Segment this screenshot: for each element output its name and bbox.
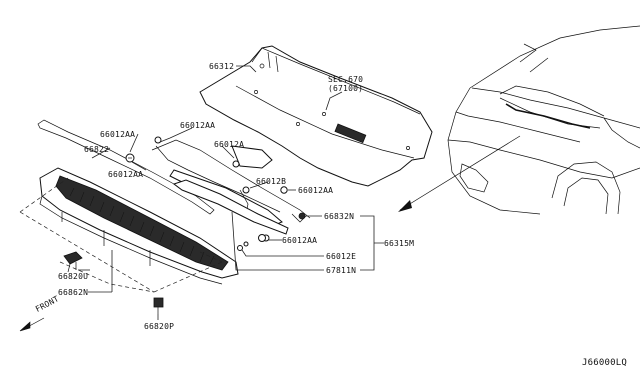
callout-66012A: 66012A bbox=[214, 140, 245, 149]
callout-66862N: 66862N bbox=[58, 288, 89, 297]
callout-66820U: 66820U bbox=[58, 272, 89, 281]
screw-66012E bbox=[237, 245, 243, 251]
location-arrow-icon bbox=[398, 135, 521, 212]
callout-66012AA: 66012AA bbox=[100, 130, 136, 139]
cowl-upper-panel bbox=[199, 45, 433, 187]
reference-box bbox=[19, 177, 223, 293]
callout-66012E: 66012E bbox=[326, 252, 357, 261]
callout-66312: 66312 bbox=[209, 62, 235, 71]
callout-sec670-ref: (67100) bbox=[328, 84, 364, 93]
screw-66012AA-b bbox=[154, 136, 162, 144]
callout-67811N: 67811N bbox=[326, 266, 357, 275]
clip-66820P bbox=[153, 297, 164, 314]
callout-sec670: SEC.670 bbox=[328, 75, 364, 84]
screw-66012AA-a bbox=[125, 153, 135, 163]
screw-66012A bbox=[232, 160, 240, 168]
callout-66822: 66822 bbox=[84, 145, 110, 154]
callout-66012AA: 66012AA bbox=[298, 186, 334, 195]
callout-66012AA: 66012AA bbox=[108, 170, 144, 179]
clip-66820U bbox=[63, 251, 83, 273]
figure-code: J66000LQ bbox=[582, 358, 627, 368]
callout-66012AA: 66012AA bbox=[282, 236, 318, 245]
front-arrow-icon bbox=[19, 317, 45, 332]
callout-66832N: 66832N bbox=[324, 212, 355, 221]
screw-66012AA-d bbox=[258, 234, 266, 242]
callout-66315M: 66315M bbox=[384, 239, 415, 248]
leader-lines bbox=[78, 65, 384, 320]
callout-66820P: 66820P bbox=[144, 322, 175, 331]
screw-66012B bbox=[242, 186, 250, 194]
cowl-weatherstrip bbox=[37, 119, 215, 215]
screw-66012AA-c bbox=[280, 186, 288, 194]
cowl-seal-strip bbox=[172, 179, 289, 235]
callout-66012B: 66012B bbox=[256, 177, 287, 186]
cowl-top-grille bbox=[39, 167, 239, 285]
vehicle-sketch bbox=[447, 25, 640, 215]
callout-66012AA: 66012AA bbox=[180, 121, 216, 130]
